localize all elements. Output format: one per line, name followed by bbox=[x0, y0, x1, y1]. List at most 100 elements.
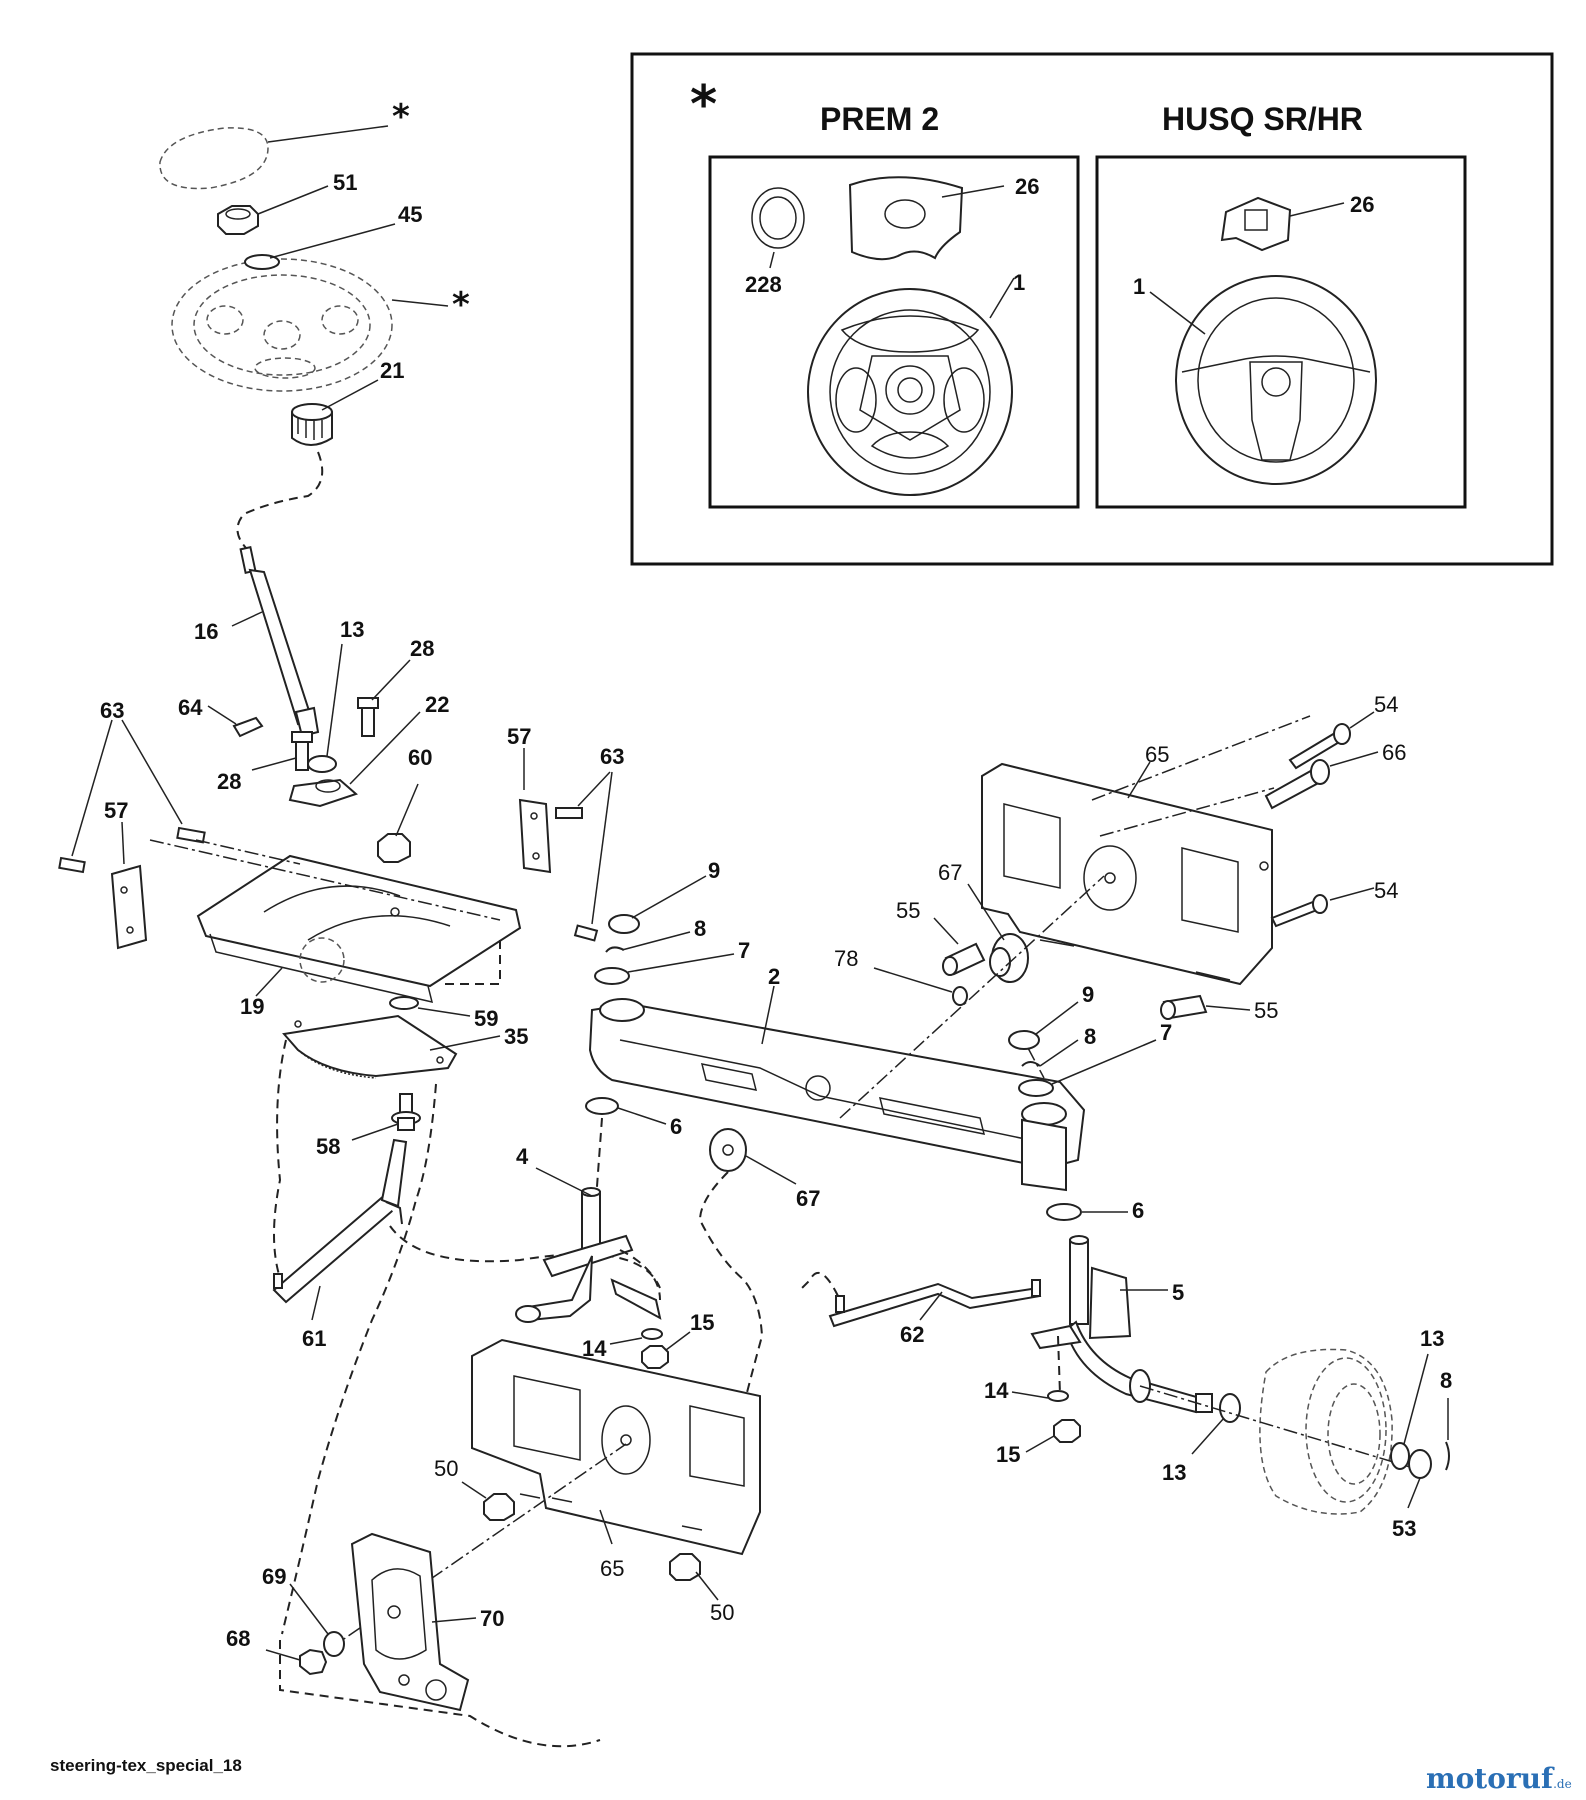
plate-70 bbox=[350, 1532, 470, 1712]
label-4: 4 bbox=[516, 1144, 529, 1169]
washer-13-outer bbox=[1390, 1442, 1410, 1470]
label-62: 62 bbox=[900, 1322, 924, 1347]
washer-78 bbox=[952, 986, 968, 1006]
label-16: 16 bbox=[194, 619, 218, 644]
label-69: 69 bbox=[262, 1564, 286, 1589]
cap-9-left bbox=[608, 914, 640, 934]
link-rod-61 bbox=[272, 1138, 408, 1304]
label-57-right: 57 bbox=[507, 724, 531, 749]
label-1-prem2: 1 bbox=[1013, 270, 1025, 295]
label-55-left: 55 bbox=[896, 898, 920, 923]
washer-14-left bbox=[641, 1328, 663, 1340]
washer-14-right bbox=[1047, 1390, 1069, 1402]
motoruf-logo[interactable]: motoruf.de bbox=[1426, 1762, 1572, 1795]
front-axle-2 bbox=[588, 998, 1086, 1192]
label-26-prem2: 26 bbox=[1015, 174, 1039, 199]
washer-13-axle bbox=[1219, 1393, 1241, 1423]
label-58: 58 bbox=[316, 1134, 340, 1159]
washer-7-left bbox=[594, 967, 630, 985]
label-35: 35 bbox=[504, 1024, 528, 1049]
label-14-left: 14 bbox=[582, 1336, 607, 1361]
label-63-right: 63 bbox=[600, 744, 624, 769]
label-15-left: 15 bbox=[690, 1310, 714, 1335]
label-51: 51 bbox=[333, 170, 357, 195]
label-66: 66 bbox=[1382, 740, 1406, 765]
label-13-outer: 13 bbox=[1420, 1326, 1444, 1351]
bolt-63-d bbox=[573, 924, 599, 942]
spindle-5 bbox=[1030, 1235, 1213, 1414]
label-19: 19 bbox=[240, 994, 264, 1019]
nut-50-lower bbox=[669, 1553, 701, 1581]
bolt-54-lower bbox=[1270, 894, 1328, 928]
label-54-upper: 54 bbox=[1374, 692, 1398, 717]
inset-title-husq: HUSQ SR/HR bbox=[1162, 101, 1363, 137]
mounting-plate-19 bbox=[196, 854, 522, 1004]
label-8-left: 8 bbox=[694, 916, 706, 941]
label-star-cover: * bbox=[392, 97, 410, 137]
label-65-right: 65 bbox=[1145, 742, 1169, 767]
steering-wheel-ghost bbox=[159, 127, 393, 392]
label-50-upper: 50 bbox=[434, 1456, 458, 1481]
label-57-left: 57 bbox=[104, 798, 128, 823]
bolt-63-b bbox=[176, 826, 206, 844]
label-26-husq: 26 bbox=[1350, 192, 1374, 217]
clip-8-right bbox=[1021, 1061, 1041, 1067]
label-59: 59 bbox=[474, 1006, 498, 1031]
cover-26-prem2 bbox=[848, 176, 964, 261]
label-13-axle: 13 bbox=[1162, 1460, 1186, 1485]
label-8-outer: 8 bbox=[1440, 1368, 1452, 1393]
spindle-4 bbox=[515, 1187, 662, 1323]
bracket-57-left bbox=[110, 864, 148, 950]
bolt-66 bbox=[1264, 759, 1330, 810]
label-60: 60 bbox=[408, 745, 432, 770]
label-50-lower: 50 bbox=[710, 1600, 734, 1625]
clip-8-left bbox=[605, 946, 625, 953]
bolt-54-upper bbox=[1288, 723, 1351, 770]
bolt-63-c bbox=[555, 807, 583, 819]
nut-60 bbox=[377, 833, 411, 863]
logo-domain: .de bbox=[1553, 1777, 1572, 1791]
label-9-right: 9 bbox=[1082, 982, 1094, 1007]
label-6-right: 6 bbox=[1132, 1198, 1144, 1223]
label-228: 228 bbox=[745, 272, 782, 297]
bolt-63-a bbox=[58, 856, 86, 874]
label-67-upper: 67 bbox=[938, 860, 962, 885]
bracket-22 bbox=[288, 778, 358, 808]
label-8-right: 8 bbox=[1084, 1024, 1096, 1049]
label-78: 78 bbox=[834, 946, 858, 971]
steering-wheel-prem2 bbox=[807, 288, 1013, 496]
label-5: 5 bbox=[1172, 1280, 1184, 1305]
nut-68 bbox=[299, 1648, 328, 1676]
label-2: 2 bbox=[768, 964, 780, 989]
cover-26-husq bbox=[1220, 196, 1292, 252]
label-54-lower: 54 bbox=[1374, 878, 1398, 903]
label-67-lower: 67 bbox=[796, 1186, 820, 1211]
gear-sector-35 bbox=[282, 1014, 458, 1079]
label-13-upper: 13 bbox=[340, 617, 364, 642]
front-wheel-ghost bbox=[1259, 1348, 1393, 1515]
label-65-left: 65 bbox=[600, 1556, 624, 1581]
washer-7-right bbox=[1018, 1079, 1054, 1097]
label-6-left: 6 bbox=[670, 1114, 682, 1139]
nut-15-right bbox=[1053, 1419, 1081, 1443]
washer-53 bbox=[1408, 1449, 1432, 1479]
washer-13-upper bbox=[307, 755, 337, 773]
label-14-right: 14 bbox=[984, 1378, 1009, 1403]
spacer-55-left bbox=[942, 942, 986, 976]
label-28-left: 28 bbox=[217, 769, 241, 794]
label-70: 70 bbox=[480, 1606, 504, 1631]
label-28-right: 28 bbox=[410, 636, 434, 661]
tie-rod-62 bbox=[828, 1279, 1042, 1328]
washer-69 bbox=[323, 1631, 345, 1657]
emblem-228 bbox=[751, 187, 805, 249]
label-15-right: 15 bbox=[996, 1442, 1020, 1467]
label-9-left: 9 bbox=[708, 858, 720, 883]
label-22: 22 bbox=[425, 692, 449, 717]
label-7-right: 7 bbox=[1160, 1020, 1172, 1045]
washer-67-lower bbox=[709, 1128, 747, 1172]
steering-wheel-variants-inset: * PREM 2 HUSQ SR/HR 26 228 1 bbox=[630, 52, 1554, 566]
label-53: 53 bbox=[1392, 1516, 1416, 1541]
diagram-id-label: steering-tex_special_18 bbox=[50, 1756, 242, 1775]
inset-star: * bbox=[690, 75, 717, 135]
